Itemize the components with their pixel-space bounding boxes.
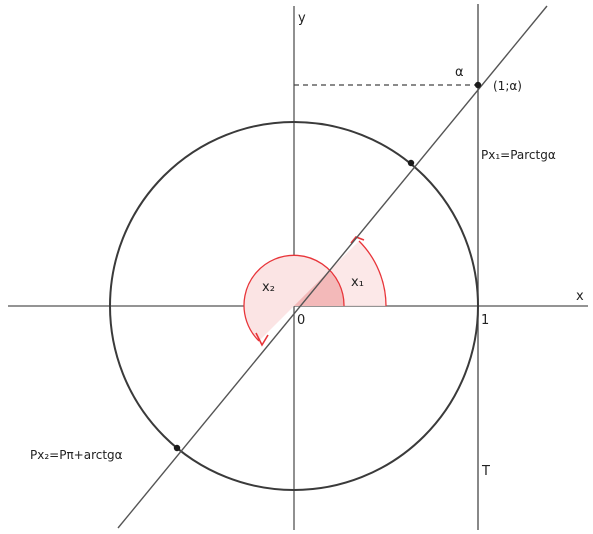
alpha-label: α [455,65,464,80]
px1-label: Px₁=Parctgα [481,148,556,162]
x1-angle-overlap-top [294,271,344,306]
x2-label: x₂ [262,280,275,295]
point-alpha [474,81,482,89]
x2-angle-arc [243,254,345,342]
tangent-label: T [481,464,490,479]
x-axis-label: x [576,289,584,304]
one-label: 1 [481,313,489,328]
origin-label: 0 [297,313,305,328]
y-axis-label: y [298,11,306,26]
point-1-alpha-label: (1;α) [493,79,522,93]
unit-circle [109,121,479,491]
arctg-line [117,5,548,529]
point-px2 [173,444,181,452]
point-px1 [407,159,415,167]
px2-label: Px₂=Pπ+arctgα [30,448,123,462]
x2-arrowhead [255,332,269,347]
x2-angle-sector [244,255,345,341]
x1-label: x₁ [351,275,364,290]
x1-arrowhead [350,236,365,244]
x1-angle-arc [358,240,387,307]
